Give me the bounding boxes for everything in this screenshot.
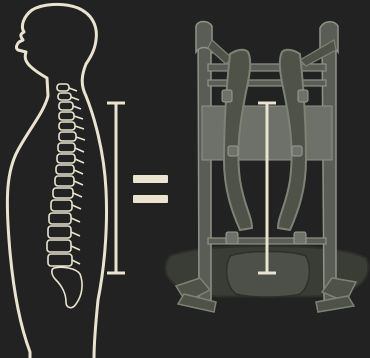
vertebra [56,165,74,174]
crossbar-upper [208,80,326,86]
vertebra [51,200,72,211]
vertebra [59,112,74,120]
buckle [292,146,302,156]
vertebra [59,132,76,141]
vertebra [55,176,74,186]
vertebra [59,122,75,130]
vertebra [57,84,69,91]
vertebra [48,226,71,238]
vertebra [49,213,71,224]
vertebra [58,143,75,152]
buckle [294,232,306,244]
vertebra [59,102,73,110]
vertebra [47,240,71,252]
buckle [222,90,232,102]
vertebra [58,93,71,100]
vertebra [57,154,75,163]
vertebra [48,254,72,266]
buckle [228,146,238,156]
buckle [226,232,238,244]
vertebra [53,188,73,198]
buckle [298,90,308,102]
